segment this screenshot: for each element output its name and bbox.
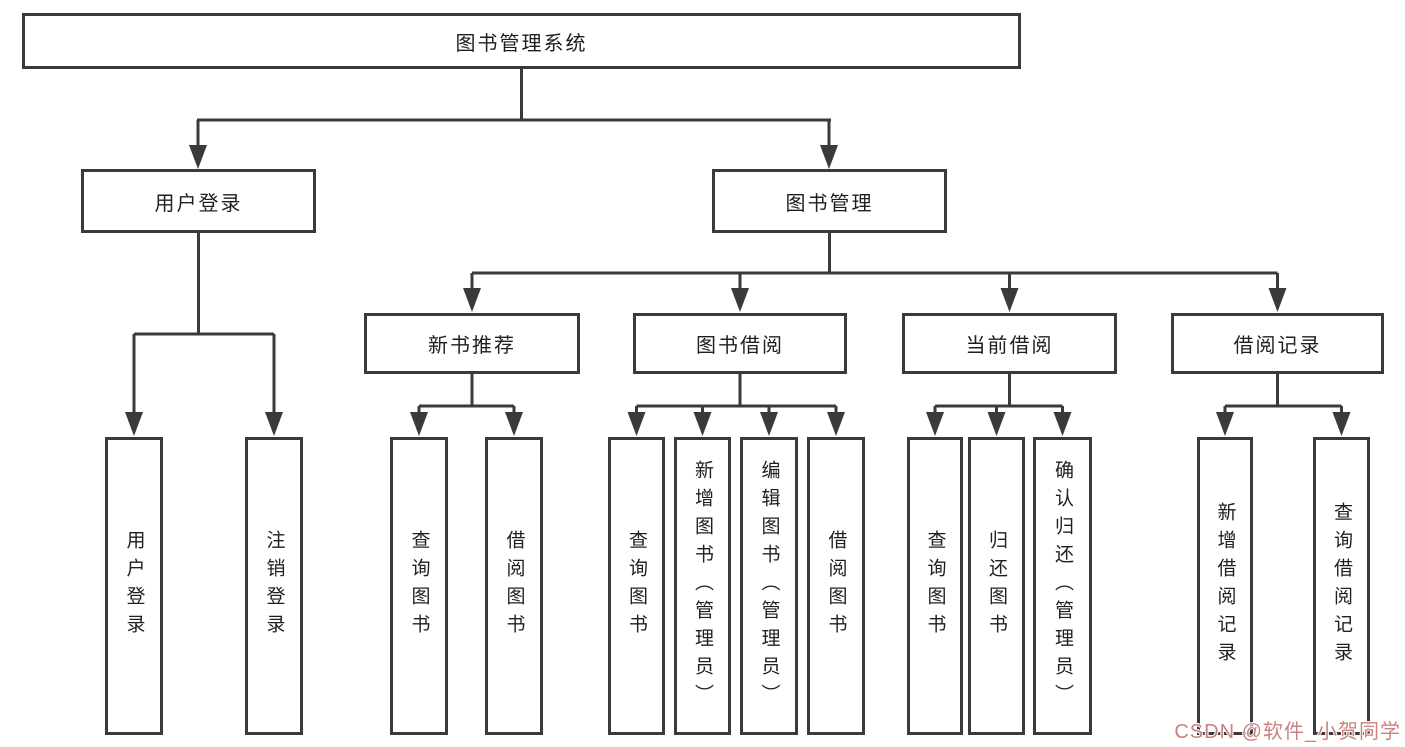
leaf-add-borrow-record: 新增借阅记录: [1197, 437, 1253, 735]
node-user-login: 用户登录: [81, 169, 316, 233]
arrow-down-icon: [410, 412, 428, 436]
arrow-down-icon: [827, 412, 845, 436]
arrow-down-icon: [627, 412, 646, 436]
arrow-down-icon: [1000, 288, 1019, 312]
node-book-borrowing: 图书借阅: [633, 313, 847, 374]
node-book-management: 图书管理: [712, 169, 947, 233]
leaf-borrow-books: 借阅图书: [807, 437, 865, 735]
node-current-borrowing: 当前借阅: [902, 313, 1117, 374]
leaf-add-books-admin: 新增图书（管理员）: [674, 437, 731, 735]
leaf-query-borrow-record: 查询借阅记录: [1313, 437, 1370, 735]
arrow-down-icon: [1268, 288, 1287, 312]
leaf-return-books: 归还图书: [968, 437, 1025, 735]
leaf-edit-books-admin: 编辑图书（管理员）: [740, 437, 798, 735]
arrow-down-icon: [1216, 412, 1234, 436]
arrow-down-icon: [505, 412, 523, 436]
arrow-down-icon: [926, 412, 944, 436]
arrow-down-icon: [265, 412, 283, 436]
leaf-query-books-current: 查询图书: [907, 437, 963, 735]
leaf-borrow-books-recommend: 借阅图书: [485, 437, 543, 735]
arrow-down-icon: [125, 412, 143, 436]
arrow-down-icon: [820, 145, 838, 169]
arrow-down-icon: [463, 288, 481, 312]
node-borrowing-records: 借阅记录: [1171, 313, 1384, 374]
node-new-book-recommend: 新书推荐: [364, 313, 580, 374]
arrow-down-icon: [731, 288, 749, 312]
leaf-confirm-return-admin: 确认归还（管理员）: [1033, 437, 1092, 735]
arrow-down-icon: [1332, 412, 1351, 436]
arrow-down-icon: [987, 412, 1006, 436]
arrow-down-icon: [693, 412, 712, 436]
leaf-user-login: 用户登录: [105, 437, 163, 735]
arrow-down-icon: [1053, 412, 1072, 436]
arrow-down-icon: [760, 412, 778, 436]
leaf-query-books-recommend: 查询图书: [390, 437, 448, 735]
csdn-watermark: CSDN @软件_小贺同学: [1174, 721, 1401, 743]
arrow-down-icon: [189, 145, 207, 169]
leaf-query-books-borrow: 查询图书: [608, 437, 665, 735]
node-root-library-system: 图书管理系统: [22, 13, 1021, 69]
leaf-logout: 注销登录: [245, 437, 303, 735]
